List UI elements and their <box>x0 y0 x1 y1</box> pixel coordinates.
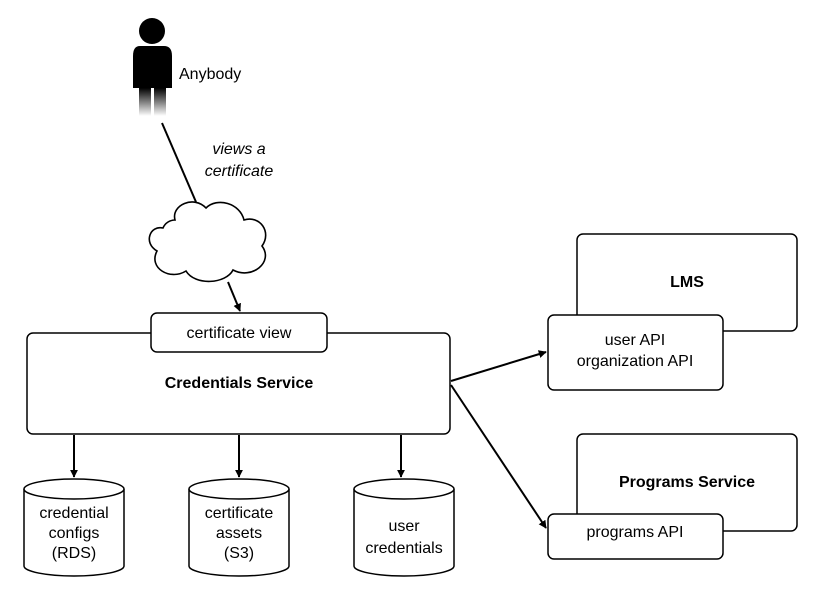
actor-person-icon <box>133 18 172 132</box>
datastore-credential-configs: credential configs (RDS) <box>23 478 125 577</box>
actor-label: Anybody <box>179 66 241 83</box>
edge-credentials-to-programs <box>450 384 547 529</box>
datastore-assets-line-1: certificate <box>205 505 274 522</box>
edge-label-line-2: certificate <box>205 163 274 180</box>
lms-title: LMS <box>670 274 704 291</box>
datastore-configs-line-2: configs <box>49 525 100 542</box>
datastore-user-credentials-line-1: user <box>388 518 420 535</box>
edge-label-line-1: views a <box>212 141 265 158</box>
datastore-assets-line-3: (S3) <box>224 545 254 562</box>
lms-user-api-label: user API <box>605 332 665 349</box>
datastore-user-credentials: user credentials <box>353 478 455 577</box>
certificate-view-label: certificate view <box>187 325 292 342</box>
datastore-certificate-assets: certificate assets (S3) <box>188 478 290 577</box>
lms-organization-api-label: organization API <box>577 353 694 370</box>
programs-api-box <box>547 513 724 560</box>
datastore-user-credentials-line-2: credentials <box>365 540 442 557</box>
datastore-configs-line-1: credential <box>39 505 108 522</box>
datastore-configs-line-3: (RDS) <box>52 545 96 562</box>
datastore-assets-line-2: assets <box>216 525 262 542</box>
internet-cloud-icon <box>148 201 267 283</box>
edge-cloud-to-certificate-view <box>227 281 241 312</box>
edge-actor-to-cloud <box>161 122 197 203</box>
programs-service-title: Programs Service <box>619 474 755 491</box>
credentials-service-title: Credentials Service <box>165 375 314 392</box>
programs-api-label: programs API <box>587 524 684 541</box>
lms-api-box <box>547 314 724 391</box>
edge-credentials-to-lms <box>450 350 547 382</box>
certificate-view-box <box>150 312 328 353</box>
